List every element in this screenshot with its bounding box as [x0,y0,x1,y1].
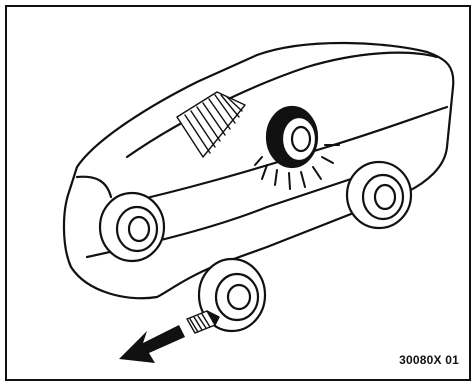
wheel-chock-icon [187,311,219,333]
arrow-icon [119,325,185,363]
windshield-hatch [177,92,245,157]
front-wheel [100,193,164,261]
car-illustration [7,7,469,379]
figure-code: 30080X 01 [399,353,459,367]
hood-line [77,177,111,197]
rear-wheel [347,162,411,228]
diagram-frame: 30080X 01 [5,5,471,381]
